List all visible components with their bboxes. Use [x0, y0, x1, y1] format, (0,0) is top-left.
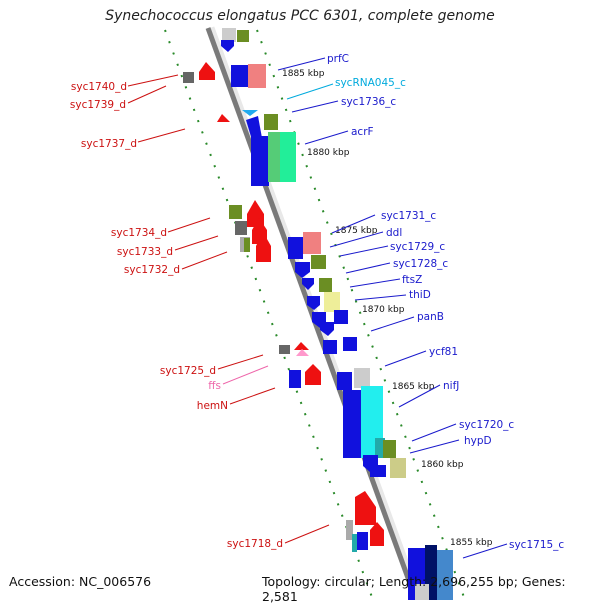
gene-arrow[interactable] [246, 116, 262, 140]
gene-block[interactable] [231, 65, 248, 87]
gene-label-prfC[interactable]: prfC [327, 53, 349, 65]
gene-label-ycf81[interactable]: ycf81 [429, 346, 458, 358]
gene-block[interactable] [248, 64, 266, 88]
gene-block[interactable] [437, 550, 453, 600]
gene-label-syc1725_d[interactable]: syc1725_d [160, 365, 216, 377]
map-title: Synechococcus elongatus PCC 6301, comple… [105, 8, 495, 24]
gene-block[interactable] [343, 390, 363, 458]
scale-labels: 1885 kbp 1880 kbp 1875 kbp 1870 kbp 1865… [282, 69, 493, 548]
gene-label-ddl[interactable]: ddl [386, 227, 402, 239]
gene-label-syc1729_c[interactable]: syc1729_c [390, 241, 445, 253]
gene-block[interactable] [383, 440, 396, 458]
gene-block[interactable] [357, 532, 368, 550]
gene-block[interactable] [183, 72, 194, 83]
scale-label: 1885 kbp [282, 69, 325, 79]
gene-label-syc1732_d[interactable]: syc1732_d [124, 264, 180, 276]
gene-block[interactable] [337, 372, 352, 390]
gene-block[interactable] [229, 205, 242, 219]
scale-label: 1860 kbp [421, 460, 464, 470]
gene-block[interactable] [264, 114, 278, 130]
gene-label-ffs[interactable]: ffs [208, 380, 221, 392]
gene-label-syc1739_d[interactable]: syc1739_d [70, 99, 126, 111]
gene-block[interactable] [352, 534, 357, 552]
gene-arrow[interactable] [217, 114, 230, 122]
gene-block[interactable] [343, 337, 357, 351]
gene-block[interactable] [251, 136, 269, 186]
gene-label-ftsZ[interactable]: ftsZ [402, 274, 422, 286]
gene-arrow[interactable] [294, 342, 309, 350]
gene-label-syc1736_c[interactable]: syc1736_c [341, 96, 396, 108]
scale-label: 1865 kbp [392, 382, 435, 392]
gene-arrow[interactable] [305, 364, 321, 385]
scale-label: 1870 kbp [362, 305, 405, 315]
gene-block[interactable] [268, 132, 280, 182]
gene-arrow[interactable] [307, 296, 320, 310]
gene-arrow[interactable] [320, 322, 334, 336]
gene-arrow[interactable] [296, 349, 309, 356]
gene-block[interactable] [279, 345, 290, 354]
gene-block[interactable] [289, 370, 301, 388]
gene-block[interactable] [311, 255, 326, 269]
leader-lines [127, 57, 508, 559]
gene-block[interactable] [244, 238, 250, 252]
scale-label: 1855 kbp [450, 538, 493, 548]
track-guide-outer-left [164, 29, 374, 600]
gene-label-syc1737_d[interactable]: syc1737_d [81, 138, 137, 150]
gene-block[interactable] [235, 221, 247, 235]
gene-block[interactable] [375, 438, 385, 458]
scale-label: 1880 kbp [307, 148, 350, 158]
gene-label-nifJ[interactable]: nifJ [443, 380, 459, 392]
gene-block[interactable] [415, 584, 429, 600]
gene-block[interactable] [288, 237, 303, 259]
gene-label-thiD[interactable]: thiD [409, 289, 431, 301]
reverse-gene-labels: syc1740_d syc1739_d syc1737_d syc1734_d … [70, 81, 283, 550]
gene-block[interactable] [346, 520, 353, 540]
gene-block[interactable] [323, 340, 337, 354]
gene-arrow[interactable] [221, 40, 234, 52]
gene-block[interactable] [319, 278, 332, 292]
gene-block[interactable] [237, 30, 249, 42]
gene-block[interactable] [324, 292, 340, 312]
gene-label-syc1733_d[interactable]: syc1733_d [117, 246, 173, 258]
forward-strand-features [221, 28, 453, 600]
gene-label-acrF[interactable]: acrF [351, 126, 374, 138]
gene-label-syc1718_d[interactable]: syc1718_d [227, 538, 283, 550]
gene-arrow[interactable] [242, 110, 258, 116]
gene-block[interactable] [354, 368, 370, 388]
gene-label-hypD[interactable]: hypD [464, 435, 492, 447]
reverse-strand-features [183, 62, 384, 552]
gene-block[interactable] [334, 310, 348, 324]
forward-gene-labels: prfC sycRNA045_c syc1736_c acrF syc1731_… [327, 53, 564, 551]
gene-block[interactable] [390, 458, 406, 478]
gene-label-syc1720_c[interactable]: syc1720_c [459, 419, 514, 431]
gene-block[interactable] [370, 465, 386, 477]
accession-text: Accession: NC_006576 [9, 574, 152, 589]
gene-arrow[interactable] [256, 232, 271, 262]
gene-label-syc1731_c[interactable]: syc1731_c [381, 210, 436, 222]
scale-label: 1875 kbp [335, 226, 378, 236]
gene-arrow[interactable] [199, 62, 215, 80]
gene-block[interactable] [222, 28, 236, 42]
gene-arrow[interactable] [355, 491, 376, 525]
gene-label-panB[interactable]: panB [417, 311, 444, 323]
gene-block[interactable] [303, 232, 321, 254]
gene-label-hemN[interactable]: hemN [197, 400, 228, 412]
gene-label-syc1740_d[interactable]: syc1740_d [71, 81, 127, 93]
track-guide-outer-right [256, 29, 466, 600]
gene-arrow[interactable] [295, 262, 310, 278]
gene-label-syc1734_d[interactable]: syc1734_d [111, 227, 167, 239]
gene-label-syc1715_c[interactable]: syc1715_c [509, 539, 564, 551]
gene-label-syc1728_c[interactable]: syc1728_c [393, 258, 448, 270]
gene-arrow[interactable] [370, 522, 384, 546]
gene-label-sycRNA045_c[interactable]: sycRNA045_c [335, 77, 406, 89]
gene-arrow[interactable] [302, 278, 314, 290]
